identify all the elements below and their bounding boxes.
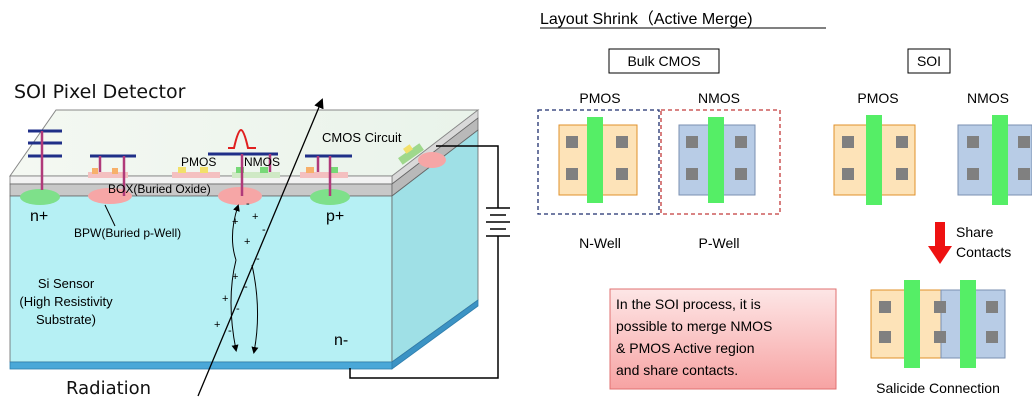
gate [708,117,724,203]
island-well [418,152,446,168]
contact [616,136,628,148]
island-contact [112,168,118,174]
contact [616,168,628,180]
left-diagram-title: SOI Pixel Detector [14,81,186,103]
cmos-circuit-label: CMOS Circuit [322,130,402,145]
salicide-label: Salicide Connection [876,380,1000,396]
bulk-cmos-label: Bulk CMOS [627,53,700,69]
n-well-label: N-Well [579,235,621,251]
charge: + [244,236,250,248]
soi-pmos-device [834,115,915,205]
n-plus-implant [20,189,60,205]
gate [866,115,882,205]
nmos-label: NMOS [244,155,280,169]
contact [566,168,578,180]
contact [735,136,747,148]
contact [842,136,854,148]
pmos-label: PMOS [181,155,216,169]
contact [842,168,854,180]
contact [986,301,998,313]
bulk-nmos-device [679,117,755,203]
shared-contact [934,301,946,313]
si-sensor-label-1: Si Sensor [38,276,95,291]
share-label: Share [956,224,994,240]
contact [879,301,891,313]
share-contacts-arrow [928,222,952,264]
contact [986,331,998,343]
note-line-1: In the SOI process, it is [616,296,761,312]
island-contact [92,168,98,174]
note-line-3: & PMOS Active region [616,340,755,356]
contact [566,136,578,148]
contact [1018,136,1030,148]
note-line-4: and share contacts. [616,362,738,378]
backside-electrode [10,362,392,369]
box-label: BOX(Buried Oxide) [108,182,211,196]
contact [735,168,747,180]
shared-contact [934,331,946,343]
p-well-label: P-Well [699,235,740,251]
charge: + [214,319,220,331]
bulk-pmos-label: PMOS [579,90,620,106]
contact [896,168,908,180]
soi-pmos-label: PMOS [857,90,898,106]
soi-nmos-device [958,115,1032,205]
island-contact [306,167,314,173]
right-diagram: Layout Shrink（Active Merge) Bulk CMOS SO… [538,10,1032,396]
contact [686,136,698,148]
p-plus-label: p+ [326,208,344,225]
gate [587,117,603,203]
contacts-label: Contacts [956,244,1011,260]
bulk-pmos-device [559,117,637,203]
si-sensor-label-2: (High Resistivity [19,294,113,309]
contact [896,136,908,148]
left-diagram: SOI Pixel Detector [10,81,510,399]
contact [967,136,979,148]
gate [960,280,976,368]
soi-label: SOI [917,53,941,69]
si-sensor-label-3: Substrate) [36,312,96,327]
n-plus-label: n+ [30,208,48,225]
charge: + [222,293,228,305]
gate [904,280,920,368]
bpw-region [218,187,262,205]
bulk-nmos-label: NMOS [698,90,740,106]
charge: - [228,325,232,337]
n-minus-label: n- [334,332,348,349]
note-line-2: possible to merge NMOS [616,318,772,334]
charge: - [246,198,250,210]
charge: + [252,211,258,223]
soi-nmos-label: NMOS [967,90,1009,106]
contact [1018,168,1030,180]
contact [967,168,979,180]
merged-device [871,280,1005,368]
contact [879,331,891,343]
gate [992,115,1008,205]
bpw-label: BPW(Buried p-Well) [74,226,181,240]
right-diagram-title: Layout Shrink（Active Merge) [540,10,753,28]
radiation-label: Radiation [66,378,151,399]
contact [686,168,698,180]
